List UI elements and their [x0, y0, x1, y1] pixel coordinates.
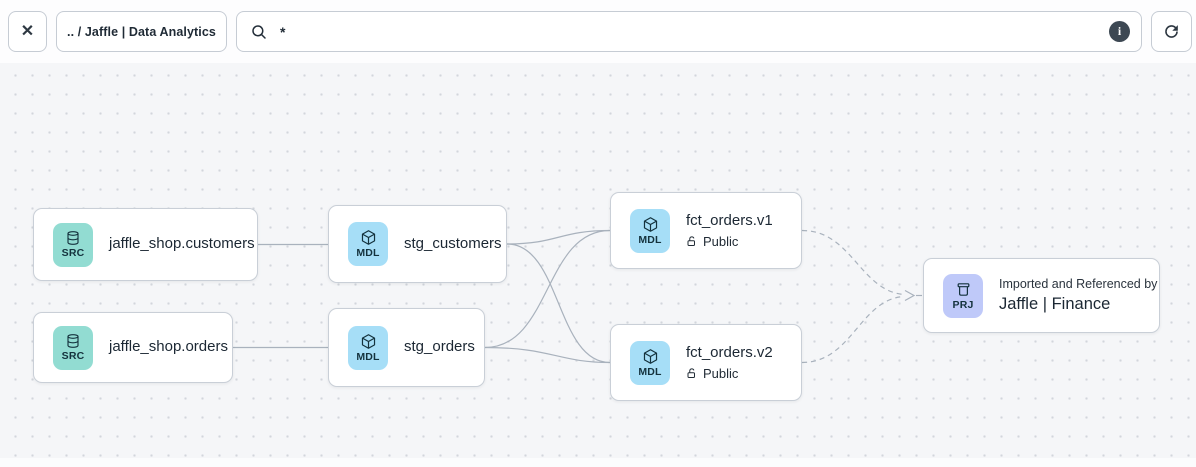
badge-label: SRC [61, 247, 85, 260]
edge-stg-orders-fct-v2 [484, 346, 611, 364]
source-badge: SRC [53, 325, 93, 370]
project-badge: PRJ [943, 273, 983, 318]
node-subtitle: Imported and Referenced by [999, 276, 1158, 291]
archive-box-icon [957, 282, 969, 296]
node-source-jaffle-shop-orders[interactable]: SRC jaffle_shop.orders [33, 312, 233, 383]
refresh-icon [1165, 25, 1178, 38]
edge-arrowhead [904, 289, 916, 302]
lineage-toolbar: ✕ .. / Jaffle | Data Analytics i [0, 0, 1196, 63]
node-source-jaffle-shop-customers[interactable]: SRC jaffle_shop.customers [33, 208, 258, 281]
breadcrumb-label: .. / Jaffle | Data Analytics [67, 24, 216, 39]
model-badge: MDL [348, 325, 388, 370]
close-icon: ✕ [20, 22, 35, 40]
edge-stg-orders-fct-v1 [484, 229, 611, 349]
cube-icon [361, 333, 375, 349]
canvas-bottom-fade [0, 458, 1196, 467]
database-icon [67, 231, 79, 246]
node-project-jaffle-finance[interactable]: PRJ Imported and Referenced by Jaffle | … [923, 258, 1160, 333]
lock-open-icon [687, 236, 695, 246]
node-title: fct_orders.v1 [686, 212, 773, 230]
info-icon[interactable]: i [1109, 21, 1130, 42]
node-title: stg_customers [404, 234, 502, 252]
search-icon [252, 24, 266, 39]
badge-label: MDL [356, 247, 380, 260]
search-box: i [236, 11, 1142, 52]
node-model-fct-orders-v1[interactable]: MDL fct_orders.v1 Public [610, 192, 802, 269]
breadcrumb[interactable]: .. / Jaffle | Data Analytics [56, 11, 227, 52]
search-input[interactable] [278, 22, 1099, 41]
node-model-stg-orders[interactable]: MDL stg_orders [328, 308, 485, 387]
refresh-button[interactable] [1151, 11, 1192, 52]
model-badge: MDL [630, 340, 670, 385]
lock-open-icon [687, 368, 695, 378]
badge-label: MDL [356, 350, 380, 363]
edge-fct-v1-project [801, 229, 905, 296]
badge-label: SRC [61, 350, 85, 363]
node-title: Jaffle | Finance [999, 294, 1111, 313]
badge-label: MDL [638, 365, 662, 378]
edge-stg-customers-fct-v1 [506, 229, 611, 245]
node-model-stg-customers[interactable]: MDL stg_customers [328, 205, 507, 283]
node-model-fct-orders-v2[interactable]: MDL fct_orders.v2 Public [610, 324, 802, 401]
node-title: jaffle_shop.orders [109, 338, 228, 356]
cube-icon [643, 348, 657, 364]
model-badge: MDL [630, 208, 670, 253]
model-badge: MDL [348, 222, 388, 266]
cube-icon [361, 230, 375, 246]
source-badge: SRC [53, 222, 93, 267]
access-label: Public [703, 365, 739, 381]
close-button[interactable]: ✕ [8, 11, 47, 52]
cube-icon [643, 216, 657, 232]
node-title: stg_orders [404, 338, 475, 356]
badge-label: PRJ [952, 298, 974, 311]
edge-stg-customers-fct-v2 [506, 243, 611, 364]
database-icon [67, 334, 79, 349]
edge-fct-v2-project [801, 295, 905, 364]
badge-label: MDL [638, 233, 662, 246]
node-title: fct_orders.v2 [686, 344, 773, 362]
node-title: jaffle_shop.customers [109, 235, 255, 253]
access-label: Public [703, 233, 739, 249]
